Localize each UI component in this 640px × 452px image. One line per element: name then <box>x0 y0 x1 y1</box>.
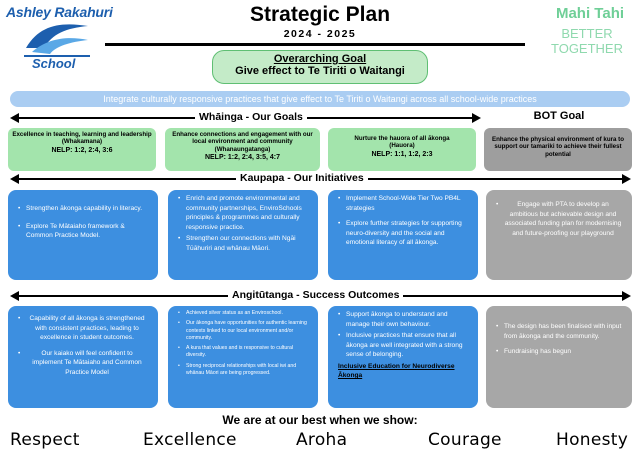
goal-title: Enhance connections and engagement with … <box>172 131 313 146</box>
list-item: A kura that values and is responsive to … <box>178 345 308 360</box>
arrow-left-icon <box>10 291 19 301</box>
neurodiverse-link[interactable]: Inclusive Education for Neurodiverse Āko… <box>338 362 455 380</box>
arrow-left-icon <box>10 113 19 123</box>
list-item: Strengthen our connections with Ngāi Tūā… <box>178 234 308 253</box>
goal-box-whanaungatanga: Enhance connections and engagement with … <box>165 128 320 171</box>
list-item: Strengthen ākonga capability in literacy… <box>18 204 148 214</box>
outcomes-section-header: Angitūtanga - Success Outcomes <box>10 289 631 303</box>
list-item: Explore Te Mātaiaho framework & Common P… <box>18 222 148 241</box>
goal-title: Excellence in teaching, learning and lea… <box>12 131 152 138</box>
value-excellence: Excellence <box>143 430 237 450</box>
list-item: Strong reciprocal relationships with loc… <box>178 363 308 378</box>
goal-nelp: NELP: 1:1, 1:2, 2:3 <box>371 150 433 158</box>
arrow-right-icon <box>622 291 631 301</box>
initiative-box-2: Enrich and promote environmental and com… <box>168 190 318 280</box>
goals-section-header: Whāinga - Our Goals <box>10 111 481 125</box>
goal-maori: (Hauora) <box>389 142 415 150</box>
list-item: Fundraising has begun <box>496 347 622 357</box>
school-name: Ashley Rakahuri <box>6 4 113 20</box>
value-courage: Courage <box>428 430 502 450</box>
goals-section-title: Whāinga - Our Goals <box>195 111 307 123</box>
values-heading: We are at our best when we show: <box>222 413 418 427</box>
initiatives-section-header: Kaupapa - Our Initiatives <box>10 172 631 186</box>
value-aroha: Aroha <box>296 430 348 450</box>
goal-box-bot: Enhance the physical environment of kura… <box>484 128 632 171</box>
initiative-box-1: Strengthen ākonga capability in literacy… <box>8 190 158 280</box>
arrow-right-icon <box>472 113 481 123</box>
initiatives-section-title: Kaupapa - Our Initiatives <box>236 172 368 184</box>
arrow-left-icon <box>10 174 19 184</box>
outcome-box-2: Achieved silver status as an Enviroschoo… <box>168 306 318 408</box>
overarching-goal-text: Give effect to Te Tiriti o Waitangi <box>235 65 405 77</box>
list-item: The design has been finalised with input… <box>496 322 622 341</box>
value-honesty: Honesty <box>556 430 629 450</box>
list-item: Engage with PTA to develop an ambitious … <box>496 200 622 238</box>
goal-box-hauora: Nurture the hauora of all ākonga (Hauora… <box>328 128 476 171</box>
overarching-goal-heading: Overarching Goal <box>273 53 367 65</box>
integrate-banner: Integrate culturally responsive practice… <box>10 91 630 107</box>
header-divider <box>105 43 525 46</box>
overarching-goal: Overarching Goal Give effect to Te Tirit… <box>212 50 428 84</box>
list-item: Enrich and promote environmental and com… <box>178 194 308 232</box>
initiative-box-bot: Engage with PTA to develop an ambitious … <box>486 190 632 280</box>
list-item: Capability of all ākonga is strengthened… <box>18 314 148 343</box>
list-item: Support ākonga to understand and manage … <box>338 310 468 329</box>
goal-box-whakamana: Excellence in teaching, learning and lea… <box>8 128 156 171</box>
arrow-right-icon <box>622 174 631 184</box>
goal-title: Enhance the physical environment of kura… <box>491 136 625 158</box>
goal-maori: (Whanaungatanga) <box>214 145 271 153</box>
list-item: Inclusive practices that ensure that all… <box>338 331 468 360</box>
list-item: Implement School-Wide Tier Two PB4L stra… <box>338 194 468 213</box>
initiative-box-3: Implement School-Wide Tier Two PB4L stra… <box>328 190 478 280</box>
outcomes-section-title: Angitūtanga - Success Outcomes <box>228 289 404 301</box>
list-item: Explore further strategies for supportin… <box>338 219 468 248</box>
goal-maori: (Whakamana) <box>61 138 103 146</box>
motto-english: BETTER TOGETHER <box>551 26 623 56</box>
bot-goal-title: BOT Goal <box>533 110 585 122</box>
goal-nelp: NELP: 1:2, 2:4, 3:5, 4:7 <box>204 154 281 162</box>
motto-maori: Mahi Tahi <box>555 5 625 22</box>
plan-years: 2024 - 2025 <box>283 28 357 40</box>
outcome-box-bot: The design has been finalised with input… <box>486 306 632 408</box>
goal-title: Nurture the hauora of all ākonga <box>354 135 450 142</box>
outcome-box-1: Capability of all ākonga is strengthened… <box>8 306 158 408</box>
list-item: Achieved silver status as an Enviroschoo… <box>178 310 308 318</box>
list-item: Our kaiako will feel confident to implem… <box>18 349 148 378</box>
goal-nelp: NELP: 1:2, 2:4, 3:6 <box>51 146 113 154</box>
page-title: Strategic Plan <box>249 3 391 26</box>
list-item: Our ākonga have opportunities for authen… <box>178 320 308 342</box>
outcome-box-3: Support ākonga to understand and manage … <box>328 306 478 408</box>
school-logo-wave-icon <box>24 24 90 57</box>
school-name-suffix: School <box>32 56 76 71</box>
value-respect: Respect <box>10 430 80 450</box>
